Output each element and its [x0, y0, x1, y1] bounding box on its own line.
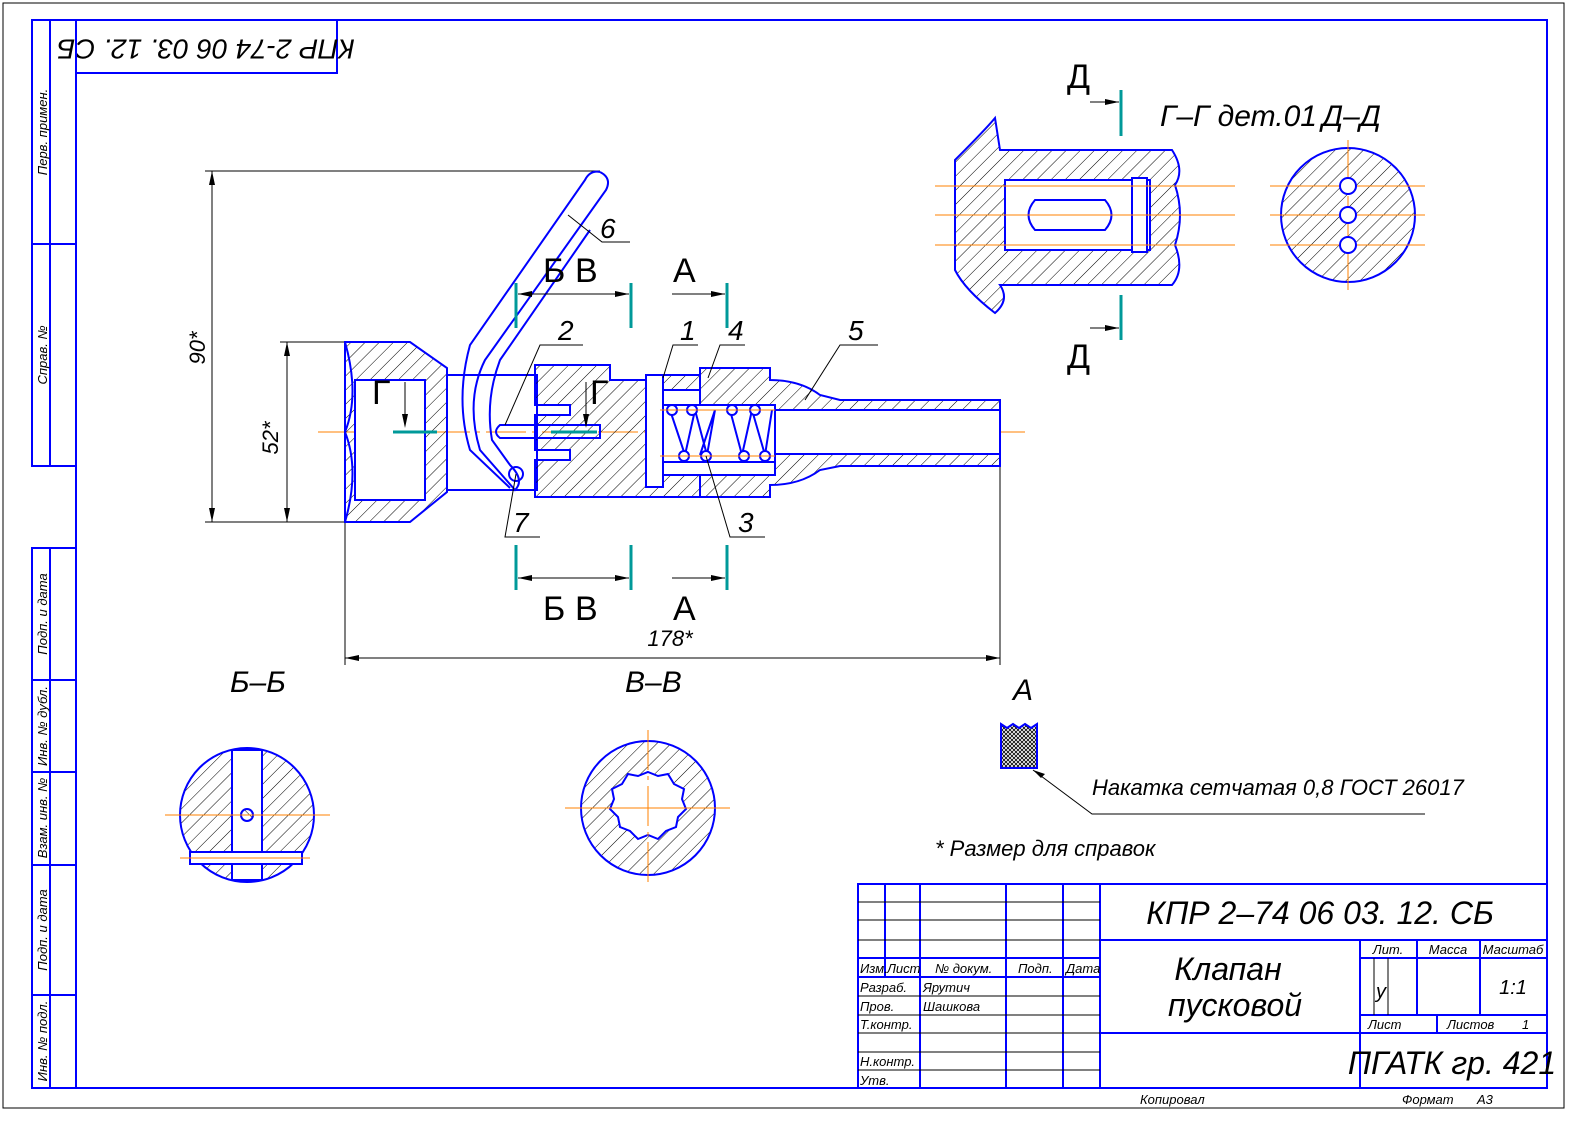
role-prov: Пров. [860, 999, 894, 1014]
section-mark: Б [543, 252, 565, 290]
section-view-v-v: В–В [565, 666, 730, 885]
role-razrab: Разраб. [860, 980, 907, 995]
lit-label: Лит. [1372, 942, 1403, 957]
role-utv: Утв. [859, 1073, 890, 1088]
sheets-label: Листов [1446, 1017, 1495, 1032]
checker-name: Шашкова [923, 999, 980, 1014]
reference-note: * Размер для справок [935, 836, 1157, 861]
sheet-border [2, 2, 1565, 1109]
part-number-2: 2 [557, 315, 574, 346]
part-number-4: 4 [728, 315, 744, 346]
section-view-b-b: Б–Б [165, 666, 330, 883]
dimension-label: 178* [647, 626, 694, 651]
mass-label: Масса [1429, 942, 1467, 957]
section-mark: А [673, 252, 696, 290]
dimension-label: 52* [258, 420, 283, 454]
scale-label: Масштаб [1483, 942, 1544, 957]
product-name: Клапан [1174, 951, 1281, 987]
product-name: пусковой [1168, 987, 1302, 1023]
format-value: А3 [1476, 1092, 1494, 1107]
view-title: А [1011, 674, 1033, 707]
section-mark: Д [1067, 58, 1090, 96]
main-assembly-view: 90* 52* 178* [185, 170, 1025, 665]
section-mark: Б [543, 590, 565, 628]
part-number-1: 1 [680, 315, 696, 346]
part-number-7: 7 [513, 507, 530, 538]
side-strip: Перв. примен. Справ. № Подп. и дата Инв.… [31, 19, 77, 1089]
sheet-label: Лист [1367, 1017, 1402, 1032]
organization: ПГАТК гр. 421 [1348, 1045, 1556, 1081]
side-label: Подп. и дата [35, 889, 50, 970]
header-sign: Подп. [1018, 961, 1053, 976]
side-label: Инв. № подл. [35, 1001, 50, 1082]
role-tkontr: Т.контр. [860, 1017, 912, 1032]
part-number-6: 6 [600, 213, 616, 244]
section-view-d-d: Д–Д [1270, 100, 1425, 290]
header-date: Дата [1064, 961, 1100, 976]
side-label: Справ. № [35, 325, 50, 384]
format-label: Формат [1402, 1092, 1454, 1107]
rotated-stamp: КПР 2-74 06 03. 12. СБ [57, 19, 355, 74]
section-view-g-g: Д Д Г–Г дет.01 [935, 58, 1317, 376]
developer-name: Ярутич [922, 980, 970, 995]
header-doc-no: № докум. [935, 961, 992, 976]
knurl-note: Накатка сетчатая 0,8 ГОСТ 26017 [1092, 775, 1465, 800]
side-label: Инв. № дубл. [35, 686, 50, 766]
sheets-value: 1 [1522, 1017, 1529, 1032]
section-mark: В [575, 590, 598, 628]
lit-value: у [1374, 981, 1387, 1003]
copied-label: Копировал [1140, 1092, 1205, 1107]
section-mark: Д [1067, 338, 1090, 376]
side-label: Перв. примен. [35, 89, 50, 175]
document-designation: КПР 2–74 06 03. 12. СБ [1146, 895, 1494, 931]
section-mark: А [673, 590, 696, 628]
scale-value: 1:1 [1499, 977, 1527, 999]
role-nkontr: Н.контр. [860, 1054, 915, 1069]
view-title: Д–Д [1319, 100, 1381, 133]
view-title: Г–Г дет.01 [1160, 100, 1317, 133]
part-number-3: 3 [738, 507, 754, 538]
dimension-label: 90* [185, 330, 210, 364]
section-mark: В [575, 252, 598, 290]
side-label: Взам. инв. № [35, 778, 50, 858]
title-block: Изм. Лист № докум. Подп. Дата Разраб. Пр… [857, 883, 1556, 1089]
detail-view-a: А Накатка сетчатая 0,8 ГОСТ 26017 [1000, 674, 1465, 815]
section-mark: Г [372, 374, 390, 412]
header-list: Лист [886, 961, 921, 976]
part-number-5: 5 [848, 315, 864, 346]
side-label: Подп. и дата [35, 573, 50, 654]
view-title: В–В [625, 666, 682, 699]
view-title: Б–Б [230, 666, 286, 699]
section-mark: Г [590, 374, 608, 412]
stamp-code: КПР 2-74 06 03. 12. СБ [57, 34, 355, 65]
header-izm: Изм. [860, 961, 888, 976]
